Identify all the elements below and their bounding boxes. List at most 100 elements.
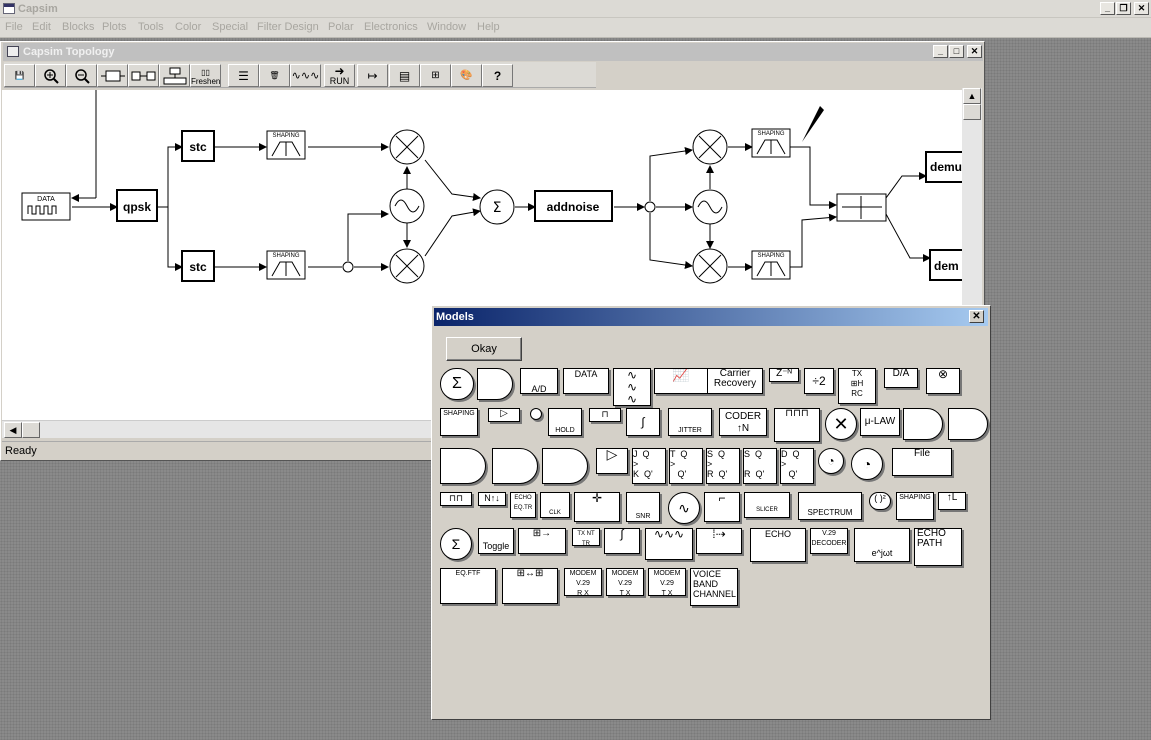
topology-close-icon[interactable]: ✕ bbox=[967, 45, 982, 58]
model-hold[interactable]: HOLD bbox=[548, 408, 582, 436]
model-oscillator[interactable]: ∿ bbox=[668, 492, 700, 524]
model-tx-tr[interactable]: TX NT TR bbox=[572, 528, 600, 546]
freshen-button[interactable]: ▯▯Freshen bbox=[190, 64, 221, 87]
delete-button[interactable]: 🗑 bbox=[259, 64, 290, 87]
topology-maximize-icon[interactable]: □ bbox=[949, 45, 964, 58]
model-spectrum[interactable]: SPECTRUM bbox=[798, 492, 862, 520]
model-modem-rx[interactable]: MODEM V.29 R X bbox=[564, 568, 602, 596]
minimize-icon[interactable]: _ bbox=[1100, 2, 1115, 15]
model-modem-tx-2[interactable]: MODEM V.29 T X bbox=[648, 568, 686, 596]
menu-color[interactable]: Color bbox=[175, 21, 202, 33]
hierarchy-button[interactable] bbox=[159, 64, 190, 87]
save-button[interactable]: 💾 bbox=[4, 64, 35, 87]
step-button[interactable]: ↦ bbox=[357, 64, 388, 87]
model-jk-ff[interactable]: J Q > K Q' bbox=[632, 448, 666, 484]
model-integrator-2[interactable]: ∫ bbox=[604, 528, 640, 554]
menu-window[interactable]: Window bbox=[427, 21, 467, 33]
menu-plots[interactable]: Plots bbox=[102, 21, 127, 33]
model-gauge[interactable]: ◔ bbox=[818, 448, 844, 474]
model-eye[interactable]: ⊗ bbox=[926, 368, 960, 394]
report-button[interactable]: ▤ bbox=[389, 64, 420, 87]
model-shaping-2[interactable]: SHAPING bbox=[896, 492, 934, 520]
model-voice-band-channel[interactable]: VOICE BAND CHANNEL bbox=[690, 568, 738, 606]
model-echo-path[interactable]: ECHO PATH bbox=[914, 528, 962, 566]
model-jitter[interactable]: JITTER bbox=[668, 408, 712, 436]
model-mulaw[interactable]: μ-LAW bbox=[860, 408, 900, 436]
menu-file[interactable]: File bbox=[5, 21, 23, 33]
scroll-thumb[interactable] bbox=[963, 104, 981, 120]
model-amp[interactable]: ▷ bbox=[488, 408, 520, 422]
model-file[interactable]: File bbox=[892, 448, 952, 476]
zoom-in-button[interactable] bbox=[35, 64, 66, 87]
model-shaping[interactable]: SHAPING bbox=[440, 408, 478, 436]
model-or-gate-2[interactable] bbox=[440, 448, 486, 484]
palette-button[interactable]: 🎨 bbox=[451, 64, 482, 87]
connect-blocks-button[interactable] bbox=[128, 64, 159, 87]
restore-icon[interactable]: ❐ bbox=[1116, 2, 1131, 15]
model-sum[interactable]: Σ bbox=[440, 368, 474, 400]
model-integrator[interactable]: ∫ bbox=[626, 408, 660, 436]
model-toggle[interactable]: Toggle bbox=[478, 528, 514, 554]
list-button[interactable]: ☰ bbox=[228, 64, 259, 87]
model-sum-2[interactable]: Σ bbox=[440, 528, 472, 560]
model-plot[interactable]: 📈 bbox=[654, 368, 708, 394]
models-close-icon[interactable]: ✕ bbox=[969, 310, 984, 323]
model-and-gate[interactable] bbox=[477, 368, 513, 400]
model-carrier-wave[interactable]: ∿∿∿ bbox=[645, 528, 693, 560]
model-d-ff[interactable]: D Q > Q' bbox=[780, 448, 814, 484]
model-echo[interactable]: ECHO bbox=[750, 528, 806, 562]
model-delay-line[interactable]: ⊞→ bbox=[518, 528, 566, 554]
menu-help[interactable]: Help bbox=[477, 21, 500, 33]
help-button[interactable]: ? bbox=[482, 64, 513, 87]
model-sr-latch[interactable]: S Q R Q' bbox=[743, 448, 777, 484]
model-xor-gate-2[interactable] bbox=[542, 448, 588, 484]
model-div2[interactable]: ÷2 bbox=[804, 368, 834, 394]
scroll-left-icon[interactable]: ◀ bbox=[4, 422, 22, 438]
menu-edit[interactable]: Edit bbox=[32, 21, 51, 33]
model-ejwt[interactable]: e^jωt bbox=[854, 528, 910, 562]
model-sr-ff[interactable]: S Q > R Q' bbox=[706, 448, 740, 484]
model-slicer[interactable]: SLICER bbox=[744, 492, 790, 518]
model-snr[interactable]: SNR bbox=[626, 492, 660, 522]
model-multiplier[interactable]: ✕ bbox=[825, 408, 857, 440]
menu-electronics[interactable]: Electronics bbox=[364, 21, 418, 33]
model-wave[interactable]: ∿∿∿ bbox=[613, 368, 651, 406]
model-meter[interactable]: ◔ bbox=[851, 448, 883, 480]
menu-tools[interactable]: Tools bbox=[138, 21, 164, 33]
model-square-wave[interactable]: ⊓⊓⊓ bbox=[774, 408, 820, 442]
network-button[interactable]: ⊞ bbox=[420, 64, 451, 87]
model-square[interactable]: ( )² bbox=[869, 492, 891, 510]
model-pulse-2[interactable]: ⊓⊓ bbox=[440, 492, 472, 506]
model-clk[interactable]: CLK bbox=[540, 492, 570, 518]
add-block-button[interactable] bbox=[97, 64, 128, 87]
menu-polar[interactable]: Polar bbox=[328, 21, 354, 33]
model-eq-ftf[interactable]: EQ.FTF bbox=[440, 568, 496, 604]
model-data[interactable]: DATA bbox=[563, 368, 609, 394]
model-constellation[interactable]: ✛ bbox=[574, 492, 620, 522]
menu-special[interactable]: Special bbox=[212, 21, 249, 33]
topology-minimize-icon[interactable]: _ bbox=[933, 45, 948, 58]
model-xor-gate[interactable] bbox=[948, 408, 988, 440]
close-icon[interactable]: ✕ bbox=[1134, 2, 1149, 15]
menu-filter-design[interactable]: Filter Design bbox=[257, 21, 319, 33]
model-echo-eq[interactable]: ECHO EQ.TR bbox=[510, 492, 536, 518]
model-ad[interactable]: A/D bbox=[520, 368, 558, 394]
model-n-updown[interactable]: N↑↓ bbox=[478, 492, 506, 506]
model-t-ff[interactable]: T Q > Q' bbox=[669, 448, 703, 484]
model-modem-tx[interactable]: MODEM V.29 T X bbox=[606, 568, 644, 596]
scroll-up-icon[interactable]: ▲ bbox=[963, 88, 981, 104]
okay-button[interactable]: Okay bbox=[446, 337, 522, 361]
menu-blocks[interactable]: Blocks bbox=[62, 21, 95, 33]
model-pulse[interactable]: ⊓ bbox=[589, 408, 621, 422]
model-coder[interactable]: CODER↑N bbox=[719, 408, 767, 436]
model-switch[interactable]: ⌐ bbox=[704, 492, 740, 522]
model-upsample[interactable]: ↑L bbox=[938, 492, 966, 510]
hscroll-thumb[interactable] bbox=[22, 422, 40, 438]
run-button[interactable]: ➜RUN bbox=[324, 64, 355, 87]
model-or-gate[interactable] bbox=[903, 408, 943, 440]
model-da[interactable]: D/A bbox=[884, 368, 918, 388]
model-v29-decoder[interactable]: V.29 DECODER bbox=[810, 528, 848, 554]
zoom-out-button[interactable] bbox=[66, 64, 97, 87]
model-inverter[interactable]: ▷ bbox=[596, 448, 628, 474]
